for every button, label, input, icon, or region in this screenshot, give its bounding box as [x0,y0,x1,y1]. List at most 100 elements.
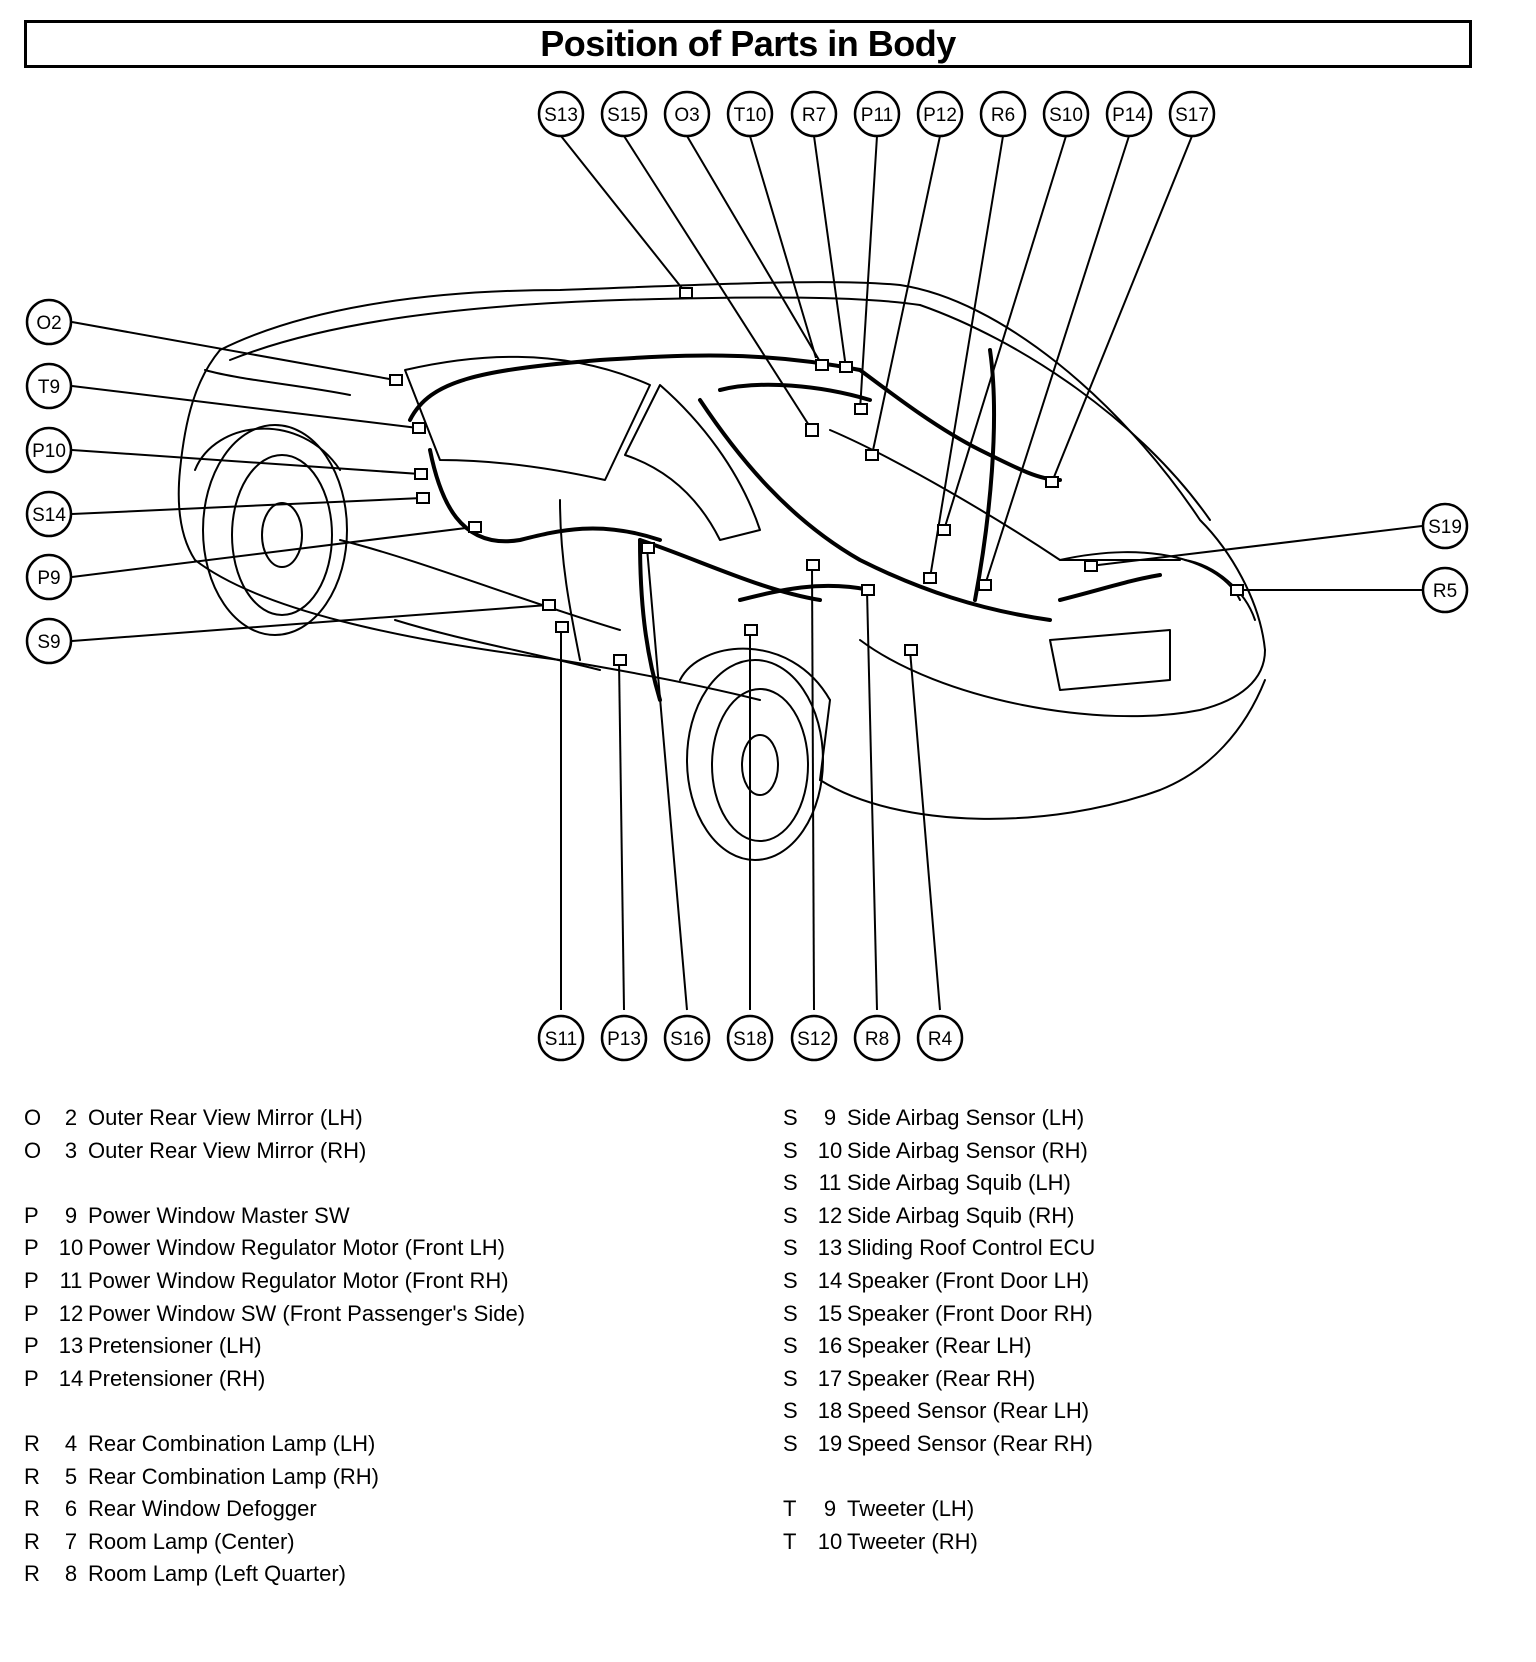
wire-harness [408,348,1162,702]
legend-code: S [783,1235,798,1261]
connector-label: S12 [797,1029,831,1050]
legend-gap [24,1395,525,1428]
connector-s17: S17 [1168,90,1216,138]
leader-lines [71,135,1423,1011]
legend-num: 6 [64,1496,78,1522]
connector-p13: P13 [600,1014,648,1062]
legend-desc: Side Airbag Sensor (RH) [847,1137,1088,1163]
connectors-right: S19 R5 [1421,502,1469,614]
legend-desc: Room Lamp (Left Quarter) [88,1561,346,1587]
legend-desc: Sliding Roof Control ECU [847,1235,1096,1261]
connector-label: T9 [38,377,60,398]
legend-code: S [783,1333,798,1359]
legend-desc: Power Window Regulator Motor (Front LH) [88,1235,505,1261]
connector-label: P11 [861,105,893,126]
connector-label: S15 [607,105,641,126]
connector-s16: S16 [663,1014,711,1062]
legend-num: 5 [64,1463,78,1489]
connector-p12: P12 [916,90,964,138]
connector-label: R7 [802,105,826,126]
connector-r4: R4 [916,1014,964,1062]
legend-code: S [783,1105,798,1130]
connector-label: S9 [37,632,60,653]
legend-desc: Outer Rear View Mirror (LH) [88,1105,363,1130]
legend-num: 2 [64,1105,78,1130]
legend-gap [783,1461,1095,1494]
legend-desc: Outer Rear View Mirror (RH) [88,1137,367,1163]
legend-desc: Rear Combination Lamp (LH) [88,1430,376,1456]
legend-desc: Pretensioner (RH) [88,1365,266,1391]
connector-s10: S10 [1042,90,1090,138]
title-box: Position of Parts in Body [24,20,1472,68]
legend-num: 10 [817,1137,843,1163]
connector-r8: R8 [853,1014,901,1062]
legend-num: 17 [817,1365,843,1391]
car-outline [177,281,1266,861]
legend-num: 16 [817,1333,843,1359]
legend-num: 8 [64,1561,78,1587]
connector-label: R8 [865,1029,889,1050]
legend-num: 3 [64,1137,78,1163]
legend-code: S [783,1137,798,1163]
legend-desc: Side Airbag Squib (RH) [847,1202,1075,1228]
legend-code: P [24,1235,39,1261]
connectors-left: O2 T9 P10 S14 P9 S9 [25,298,73,665]
legend-code: R [24,1496,40,1522]
connector-s9: S9 [25,617,73,665]
connector-s14: S14 [25,490,73,538]
connector-label: S17 [1175,105,1209,126]
legend-desc: Power Window SW (Front Passenger's Side) [88,1300,526,1326]
legend-code: S [783,1267,798,1293]
legend-num: 9 [823,1496,837,1522]
connector-label: P12 [923,105,957,126]
legend-desc: Speaker (Rear RH) [847,1365,1036,1391]
legend-num: 14 [817,1267,843,1293]
legend-code: S [783,1300,798,1326]
legend-code: P [24,1365,39,1391]
connector-label: S10 [1049,105,1083,126]
legend-desc: Tweeter (LH) [847,1496,975,1522]
connector-s11: S11 [537,1014,585,1062]
connector-s15: S15 [600,90,648,138]
legend-num: 10 [58,1235,84,1261]
connector-p10: P10 [25,426,73,474]
legend-desc: Power Window Master SW [88,1202,350,1228]
connector-t10: T10 [726,90,774,138]
legend-desc: Pretensioner (LH) [88,1333,262,1359]
legend-code: S [783,1202,798,1228]
legend-num: 10 [817,1528,843,1554]
connector-label: R6 [991,105,1015,126]
connector-label: O3 [674,105,699,126]
legend-desc: Speed Sensor (Rear LH) [847,1398,1090,1424]
connector-label: P9 [37,568,60,589]
legend-num: 11 [818,1170,842,1196]
legend-desc: Speed Sensor (Rear RH) [847,1430,1093,1456]
legend-code: O [24,1137,42,1163]
legend-code: R [24,1430,40,1456]
connector-p14: P14 [1105,90,1153,138]
legend-code: O [24,1105,42,1130]
car-body-diagram: S13 S15 O3 T10 R7 P11 P12 R6 S10 P14 S17… [25,90,1469,1062]
legend-num: 9 [823,1105,837,1130]
legend-code: S [783,1365,798,1391]
legend-desc: Tweeter (RH) [847,1528,978,1554]
legend-gap [24,1167,525,1200]
connector-p11: P11 [853,90,901,138]
